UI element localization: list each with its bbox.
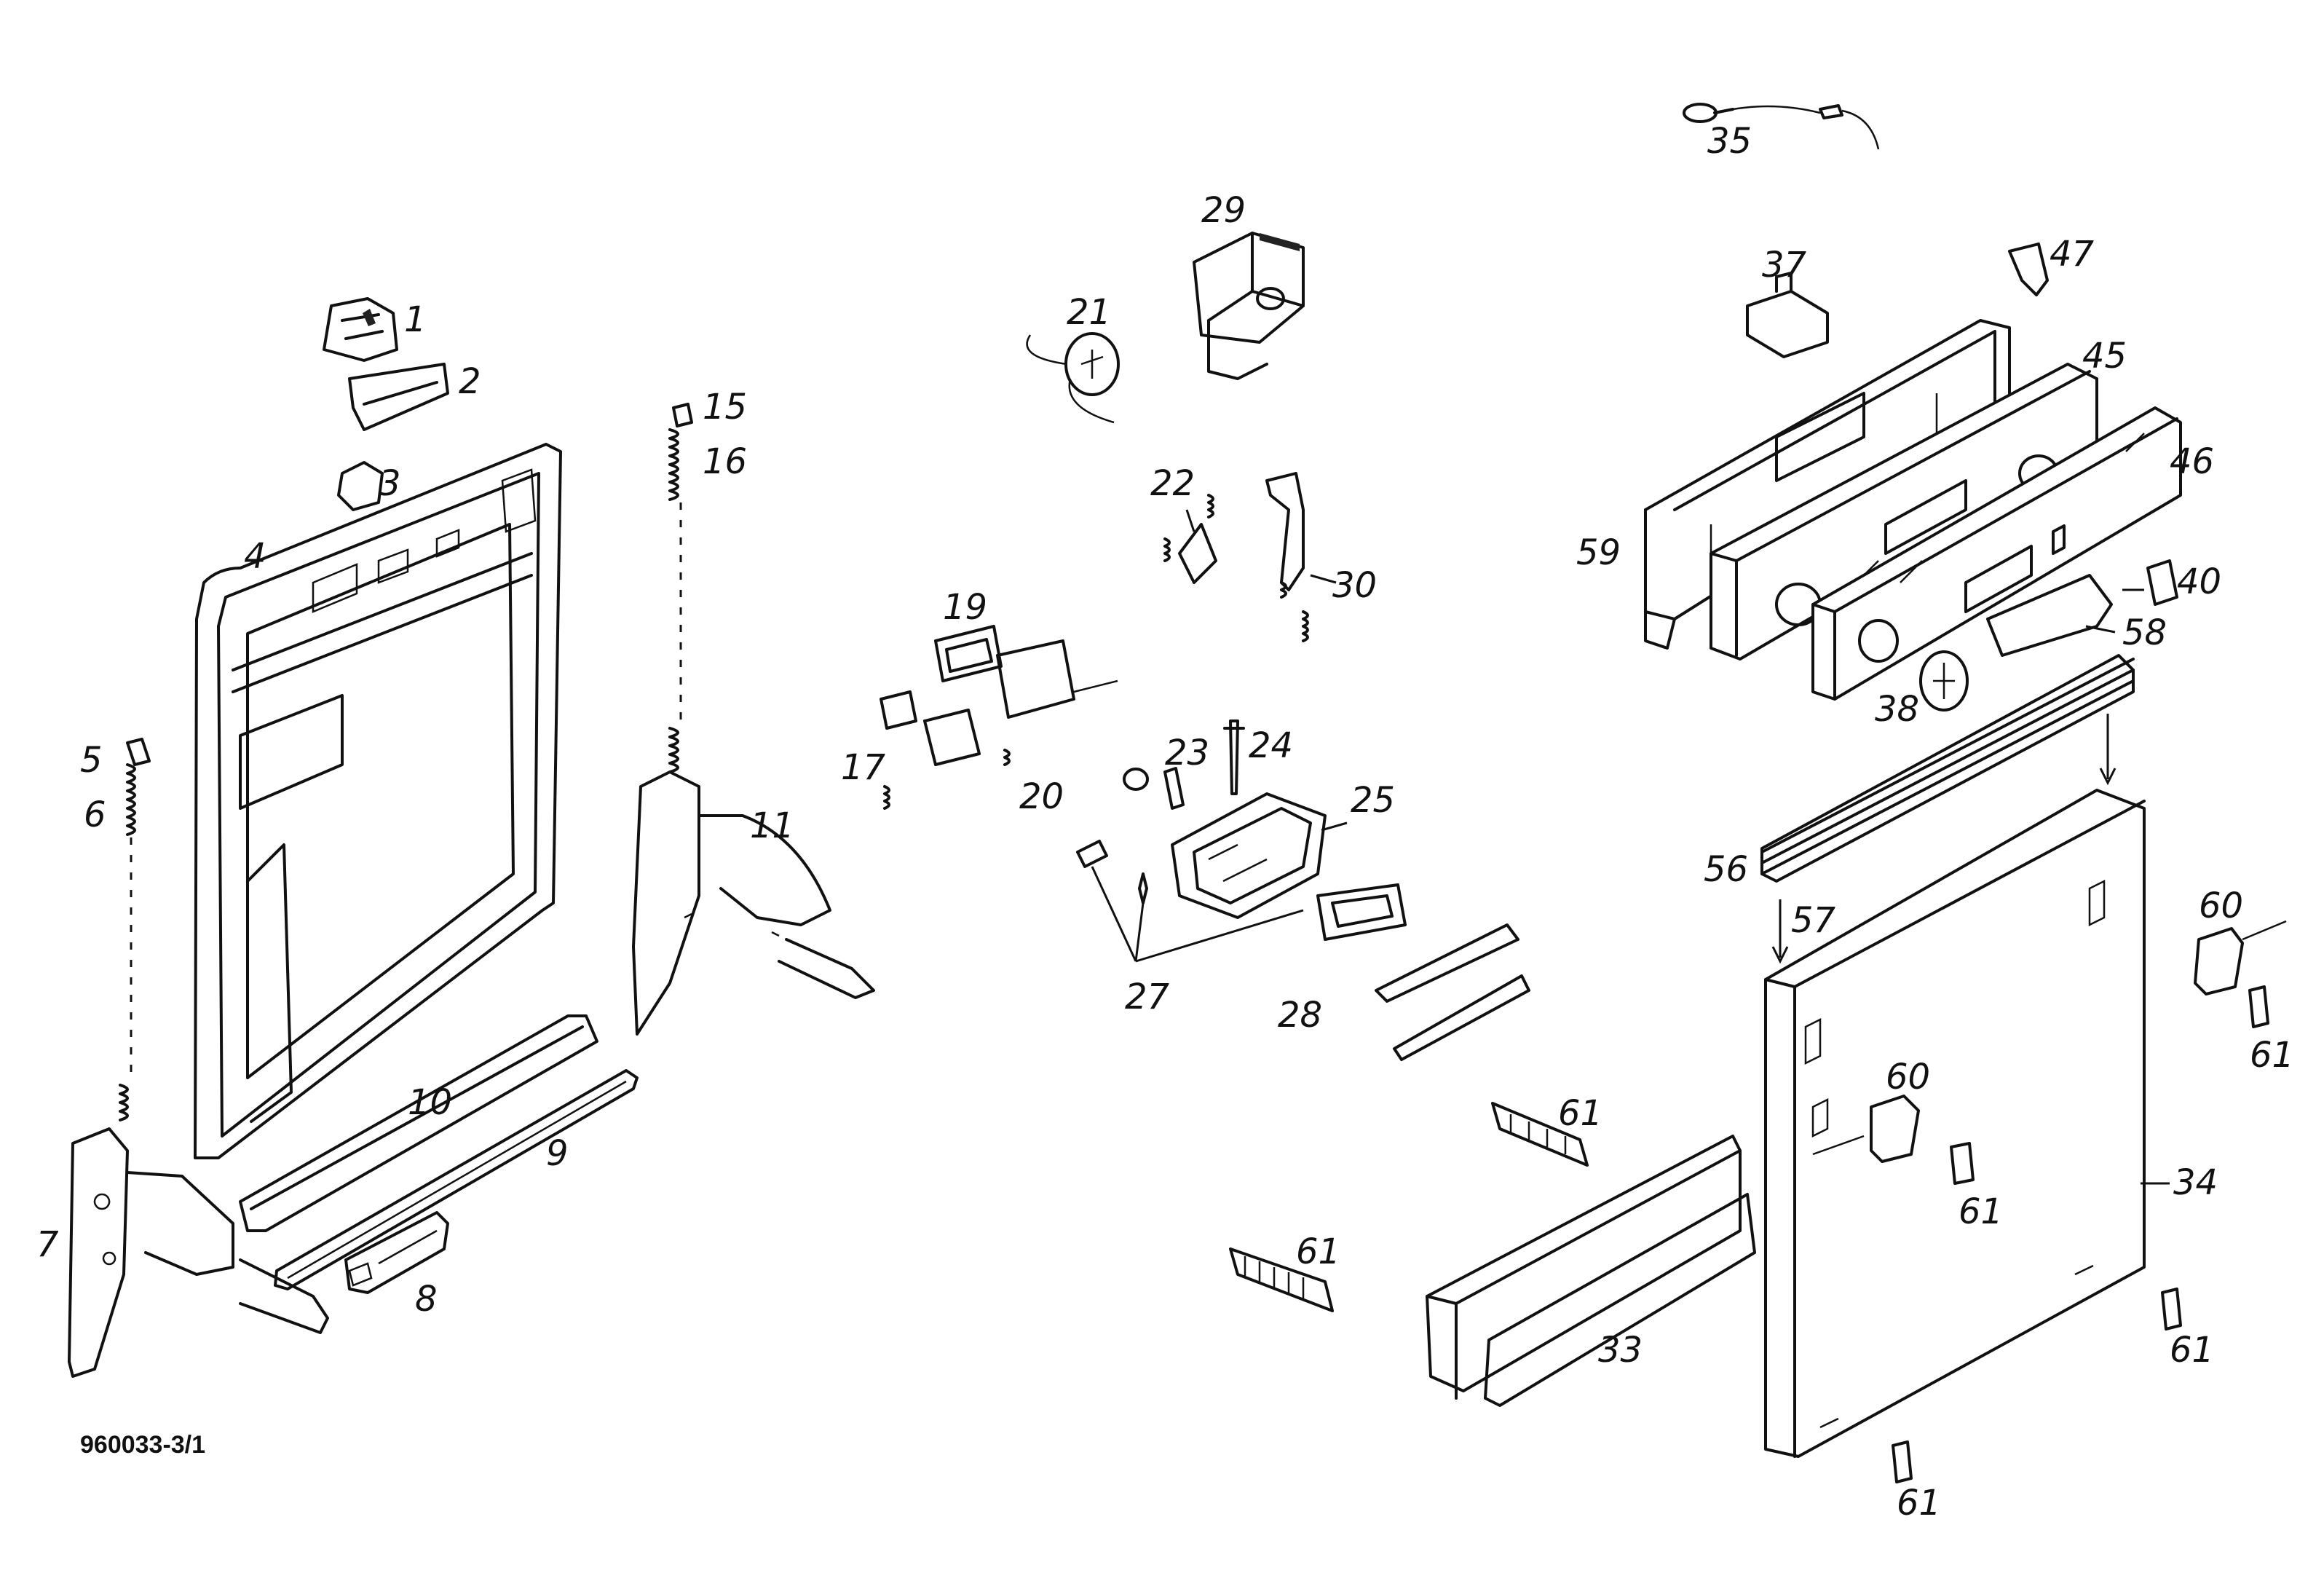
callout-61-b: 61 — [1959, 1191, 2003, 1232]
callout-11: 11 — [750, 805, 794, 846]
callout-6: 6 — [84, 795, 106, 835]
callout-61-e: 61 — [2170, 1330, 2214, 1371]
callout-19: 19 — [943, 587, 987, 628]
knob-21 — [1026, 332, 1120, 424]
callout-33: 33 — [1598, 1330, 1643, 1371]
callout-7: 7 — [36, 1224, 59, 1265]
callout-35: 35 — [1707, 121, 1752, 162]
knob-38 — [1919, 650, 1969, 711]
callout-1: 1 — [404, 299, 427, 340]
right-hinge-bracket — [632, 770, 875, 1036]
callout-61-c: 61 — [1558, 1093, 1602, 1134]
bracket-61-a — [2248, 985, 2269, 1028]
callout-29: 29 — [1201, 190, 1246, 231]
callout-9: 9 — [546, 1133, 569, 1174]
callout-5: 5 — [80, 740, 103, 781]
outer-door-panel-34 — [1764, 789, 2146, 1458]
rail-9 — [274, 1069, 639, 1290]
callout-40: 40 — [2177, 561, 2221, 602]
callout-15: 15 — [703, 387, 747, 427]
callout-17: 17 — [841, 747, 886, 788]
callout-24: 24 — [1249, 725, 1293, 766]
inner-door-frame — [194, 443, 562, 1159]
callout-57: 57 — [1791, 900, 1836, 941]
callout-4: 4 — [244, 536, 266, 577]
callout-20: 20 — [1019, 776, 1064, 817]
bracket-61-center — [1229, 1247, 1334, 1312]
callout-59: 59 — [1576, 532, 1621, 573]
bracket-61-d — [2161, 1288, 2182, 1330]
arrow-57b — [2099, 714, 2116, 786]
callout-61-a: 61 — [2250, 1035, 2294, 1076]
callout-25: 25 — [1351, 780, 1395, 821]
clip-40 — [2146, 559, 2178, 606]
callout-labels: 1 2 3 4 5 6 7 8 9 10 11 15 16 17 19 20 2… — [36, 121, 2294, 1523]
callout-60-lower: 60 — [1886, 1057, 1930, 1097]
bracket-37 — [1746, 272, 1829, 358]
latch-60-lower — [1812, 1095, 1920, 1163]
callout-16: 16 — [703, 441, 747, 482]
callout-34: 34 — [2173, 1162, 2218, 1203]
bracket-8 — [344, 1211, 449, 1294]
leader-lines — [1185, 509, 2170, 1185]
callout-47: 47 — [2050, 234, 2095, 275]
callout-22: 22 — [1150, 463, 1195, 504]
sensor-wire-35 — [1683, 103, 1880, 150]
arrow-57 — [1771, 899, 1789, 964]
bracket-61-c — [1491, 1102, 1589, 1167]
handle-58 — [1986, 574, 2113, 657]
parts-23-24 — [1123, 720, 1245, 810]
bracket-27 — [1076, 840, 1304, 963]
callout-46: 46 — [2170, 441, 2214, 482]
left-spring — [119, 738, 151, 1121]
control-housing-25 — [1171, 792, 1327, 919]
timer-switch-29 — [1193, 232, 1305, 380]
latch-60-upper — [2194, 920, 2287, 996]
button-frame-19 — [934, 625, 1003, 682]
callout-61-f: 61 — [1897, 1483, 1941, 1523]
kickplate-33 — [1426, 1135, 1756, 1407]
springs-22 — [1163, 494, 1217, 584]
button-20 — [923, 639, 1118, 766]
callout-38: 38 — [1875, 689, 1919, 730]
callout-56: 56 — [1704, 849, 1748, 890]
callout-8: 8 — [415, 1279, 438, 1320]
callout-2: 2 — [459, 361, 481, 402]
right-spring — [668, 403, 693, 773]
clip-3 — [337, 461, 384, 511]
callout-27: 27 — [1125, 977, 1170, 1017]
callout-45: 45 — [2082, 336, 2127, 377]
callout-61-d: 61 — [1296, 1231, 1340, 1272]
control-panel-glass-46 — [1811, 406, 2182, 701]
callout-23: 23 — [1165, 733, 1209, 773]
door-latch — [323, 297, 398, 362]
trim-strip-56 — [1760, 654, 2135, 883]
seal-28 — [1316, 883, 1530, 1061]
latch-cover — [348, 363, 449, 431]
drawing-reference-code: 960033-3/1 — [80, 1431, 205, 1459]
bracket-61-b — [1950, 1142, 1975, 1185]
callout-37: 37 — [1762, 245, 1807, 285]
callout-58: 58 — [2122, 612, 2167, 653]
clip-47 — [2008, 243, 2049, 296]
callout-21: 21 — [1067, 292, 1111, 333]
callout-28: 28 — [1278, 995, 1322, 1036]
callout-30: 30 — [1332, 565, 1377, 606]
callout-10: 10 — [408, 1082, 452, 1123]
bracket-61-e — [1892, 1440, 1913, 1483]
callout-60-upper: 60 — [2199, 886, 2243, 926]
callout-3: 3 — [379, 463, 401, 504]
left-hinge — [68, 1127, 329, 1378]
button-17 — [880, 690, 917, 810]
bottom-trim-10 — [239, 1014, 598, 1232]
lever-30 — [1265, 472, 1309, 642]
